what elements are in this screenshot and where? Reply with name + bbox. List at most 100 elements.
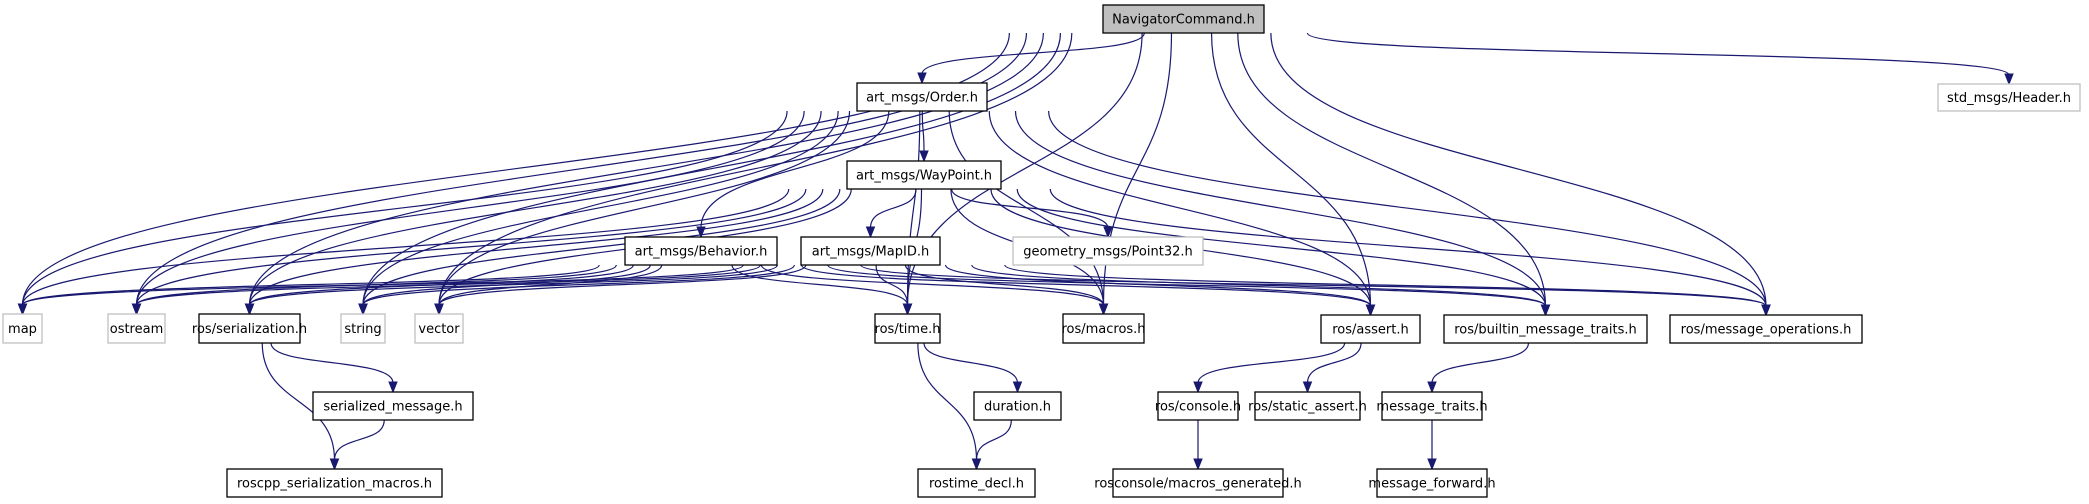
- node-label: ros/message_operations.h: [1681, 323, 1852, 338]
- node-box: [1320, 314, 1421, 344]
- edge-line: [135, 110, 805, 306]
- node-box: [1376, 468, 1488, 498]
- node-label: ostream: [110, 322, 164, 337]
- edge-sermsg-to-rsm: [329, 419, 385, 471]
- node-rtd[interactable]: rostime_decl.h: [917, 468, 1036, 498]
- node-mtraits[interactable]: message_traits.h: [1376, 391, 1488, 421]
- node-sermsg[interactable]: serialized_message.h: [312, 391, 474, 421]
- edge-line: [800, 264, 1372, 307]
- edge-line: [860, 264, 1767, 307]
- node-console[interactable]: ros/console.h: [1155, 391, 1241, 421]
- arrowhead-icon: [1540, 304, 1551, 317]
- arrowhead-icon: [919, 150, 929, 163]
- node-box: [973, 391, 1062, 421]
- node-label: rosconsole/macros_generated.h: [1094, 477, 1301, 492]
- node-ser[interactable]: ros/serialization.h: [192, 313, 307, 344]
- node-label: ros/static_assert.h: [1248, 400, 1367, 415]
- edge-nav-to-mops: [1270, 32, 1771, 317]
- edge-mapid-to-map: [17, 264, 744, 316]
- edge-line: [1306, 342, 1362, 384]
- node-time[interactable]: ros/time.h: [874, 313, 941, 344]
- node-box: [1102, 4, 1265, 34]
- node-beh[interactable]: art_msgs/Behavior.h: [624, 236, 778, 266]
- edge-line: [1237, 32, 1547, 307]
- edge-beh-to-string: [358, 264, 651, 316]
- node-box: [800, 236, 941, 266]
- node-rsm[interactable]: roscpp_serialization_macros.h: [226, 468, 443, 498]
- node-hdr: std_msgs/Header.h: [1937, 83, 2081, 112]
- edge-time-to-rtd: [917, 342, 982, 471]
- edge-nav-to-hdr: [1306, 32, 2014, 86]
- edge-line: [875, 264, 909, 306]
- edge-line: [438, 110, 851, 306]
- node-wp[interactable]: art_msgs/WayPoint.h: [846, 160, 1002, 190]
- node-label: ros/console.h: [1155, 400, 1241, 415]
- edge-line: [21, 188, 790, 306]
- node-string: string: [340, 313, 386, 344]
- node-box: [1062, 313, 1145, 344]
- node-box: [1157, 391, 1239, 421]
- node-mapid[interactable]: art_msgs/MapID.h: [800, 236, 941, 266]
- edge-mapid-to-mops: [1004, 264, 1771, 317]
- node-mops[interactable]: ros/message_operations.h: [1669, 314, 1863, 344]
- node-label: rostime_decl.h: [929, 477, 1024, 492]
- edge-wp-to-pt32: [951, 188, 1113, 239]
- edge-line: [906, 110, 921, 306]
- node-pt32: geometry_msgs/Point32.h: [1012, 236, 1204, 266]
- node-box: [198, 313, 301, 344]
- arrowhead-icon: [1012, 381, 1023, 394]
- node-box: [340, 313, 386, 344]
- edge-mapid-to-assert: [944, 264, 1376, 317]
- node-label: art_msgs/Behavior.h: [635, 245, 768, 260]
- edge-bmt-to-mtraits: [1427, 342, 1530, 394]
- arrowhead-icon: [131, 303, 142, 316]
- edge-line: [1306, 32, 2010, 76]
- edge-line: [438, 264, 807, 306]
- edge-mapid-to-ser: [244, 264, 778, 316]
- node-box: [226, 468, 443, 498]
- node-map: map: [2, 313, 43, 344]
- edge-line: [333, 419, 385, 461]
- node-macros[interactable]: ros/macros.h: [1061, 313, 1146, 344]
- node-label: duration.h: [984, 400, 1051, 415]
- edge-beh-to-bmt: [827, 264, 1551, 317]
- edge-line: [362, 264, 795, 306]
- edge-line: [21, 264, 600, 306]
- edge-line: [700, 110, 890, 229]
- node-bmt[interactable]: ros/builtin_message_traits.h: [1443, 314, 1648, 344]
- node-dur[interactable]: duration.h: [973, 391, 1062, 421]
- edge-line: [135, 264, 761, 306]
- node-box: [917, 468, 1036, 498]
- edge-mtraits-to-mfwd: [1427, 420, 1437, 471]
- edge-line: [951, 188, 1109, 229]
- node-mfwd[interactable]: message_forward.h: [1368, 468, 1496, 498]
- node-label: message_traits.h: [1376, 400, 1487, 415]
- node-label: art_msgs/MapID.h: [812, 245, 929, 260]
- arrowhead-icon: [902, 303, 913, 316]
- edge-beh-to-assert: [800, 264, 1376, 317]
- nodes-layer: NavigatorCommand.h art_msgs/Order.h std_ms…: [2, 4, 2081, 498]
- node-box: [1937, 83, 2081, 112]
- edges-layer: [17, 32, 2014, 471]
- node-label: ros/assert.h: [1332, 323, 1409, 338]
- edge-line: [827, 264, 1547, 307]
- node-box: [846, 160, 1002, 190]
- node-box: [856, 82, 988, 112]
- node-order[interactable]: art_msgs/Order.h: [856, 82, 988, 112]
- node-label: ros/builtin_message_traits.h: [1454, 323, 1637, 338]
- node-box: [874, 313, 941, 344]
- node-vector: vector: [414, 313, 464, 344]
- node-box: [1381, 391, 1483, 421]
- arrowhead-icon: [1098, 303, 1109, 316]
- node-nav[interactable]: NavigatorCommand.h: [1102, 4, 1265, 34]
- node-label: string: [344, 322, 381, 337]
- node-label: art_msgs/WayPoint.h: [856, 169, 992, 184]
- node-box: [1443, 314, 1648, 344]
- node-label: ros/serialization.h: [192, 322, 307, 337]
- node-rmg[interactable]: rosconsole/macros_generated.h: [1094, 468, 1302, 498]
- arrowhead-icon: [917, 72, 927, 85]
- node-sassert[interactable]: ros/static_assert.h: [1248, 391, 1367, 421]
- node-assert[interactable]: ros/assert.h: [1320, 314, 1421, 344]
- edge-mapid-to-vector: [434, 264, 807, 316]
- node-label: ros/time.h: [875, 322, 941, 337]
